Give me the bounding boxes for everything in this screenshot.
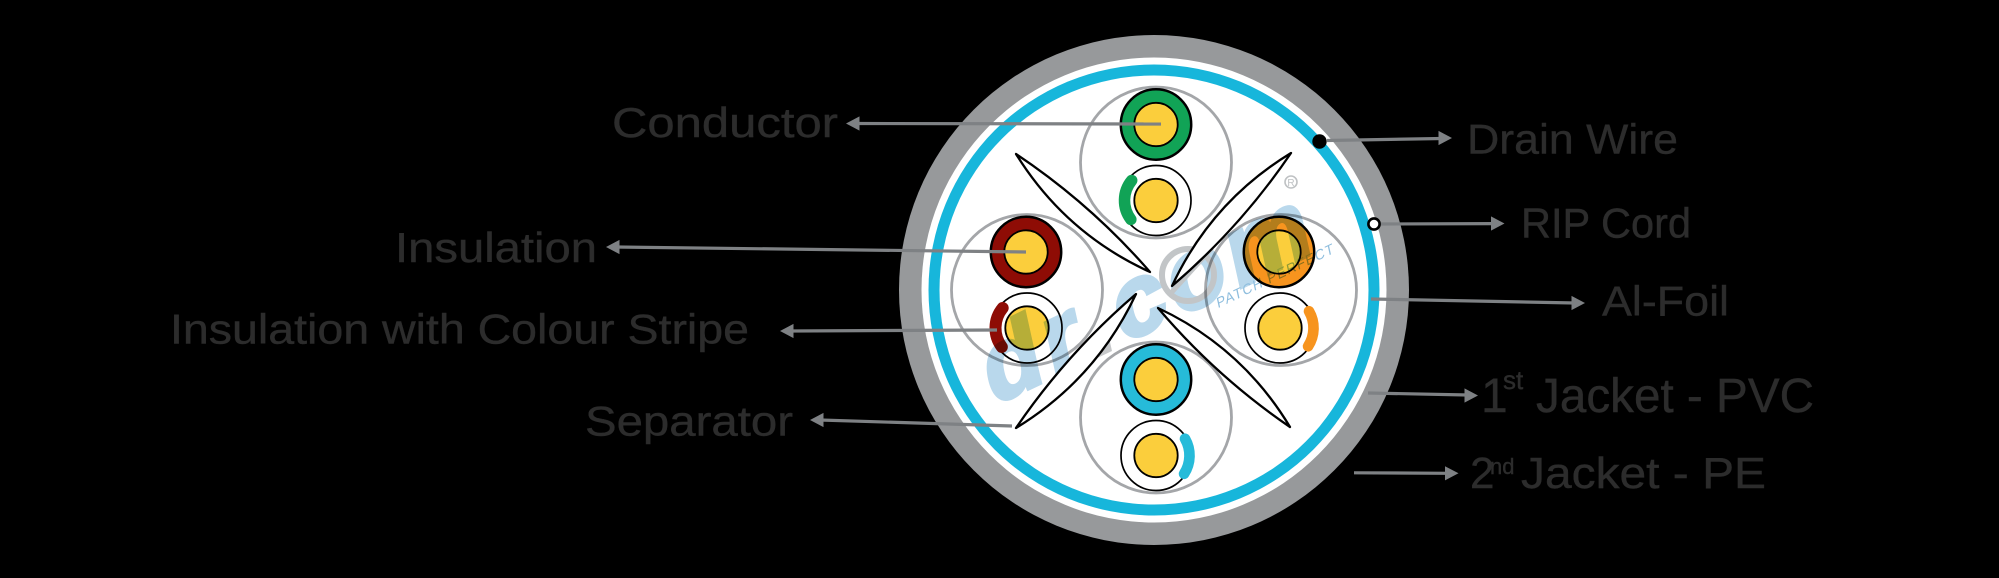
svg-text:RIP Cord: RIP Cord (1521, 200, 1691, 247)
svg-text:Insulation with Colour Stripe: Insulation with Colour Stripe (170, 306, 749, 353)
svg-text:st: st (1503, 365, 1524, 395)
svg-text:R: R (1287, 178, 1294, 189)
svg-text:Drain Wire: Drain Wire (1467, 116, 1678, 163)
svg-text:Separator: Separator (585, 398, 793, 445)
svg-text:Jacket - PE: Jacket - PE (1521, 449, 1766, 498)
svg-text:1: 1 (1481, 370, 1508, 423)
svg-text:nd: nd (1490, 454, 1514, 479)
svg-text:Al-Foil: Al-Foil (1602, 278, 1729, 325)
svg-text:Conductor: Conductor (612, 99, 838, 146)
svg-text:2: 2 (1470, 449, 1494, 498)
svg-text:Jacket - PVC: Jacket - PVC (1536, 370, 1814, 423)
svg-text:Insulation: Insulation (395, 224, 597, 271)
